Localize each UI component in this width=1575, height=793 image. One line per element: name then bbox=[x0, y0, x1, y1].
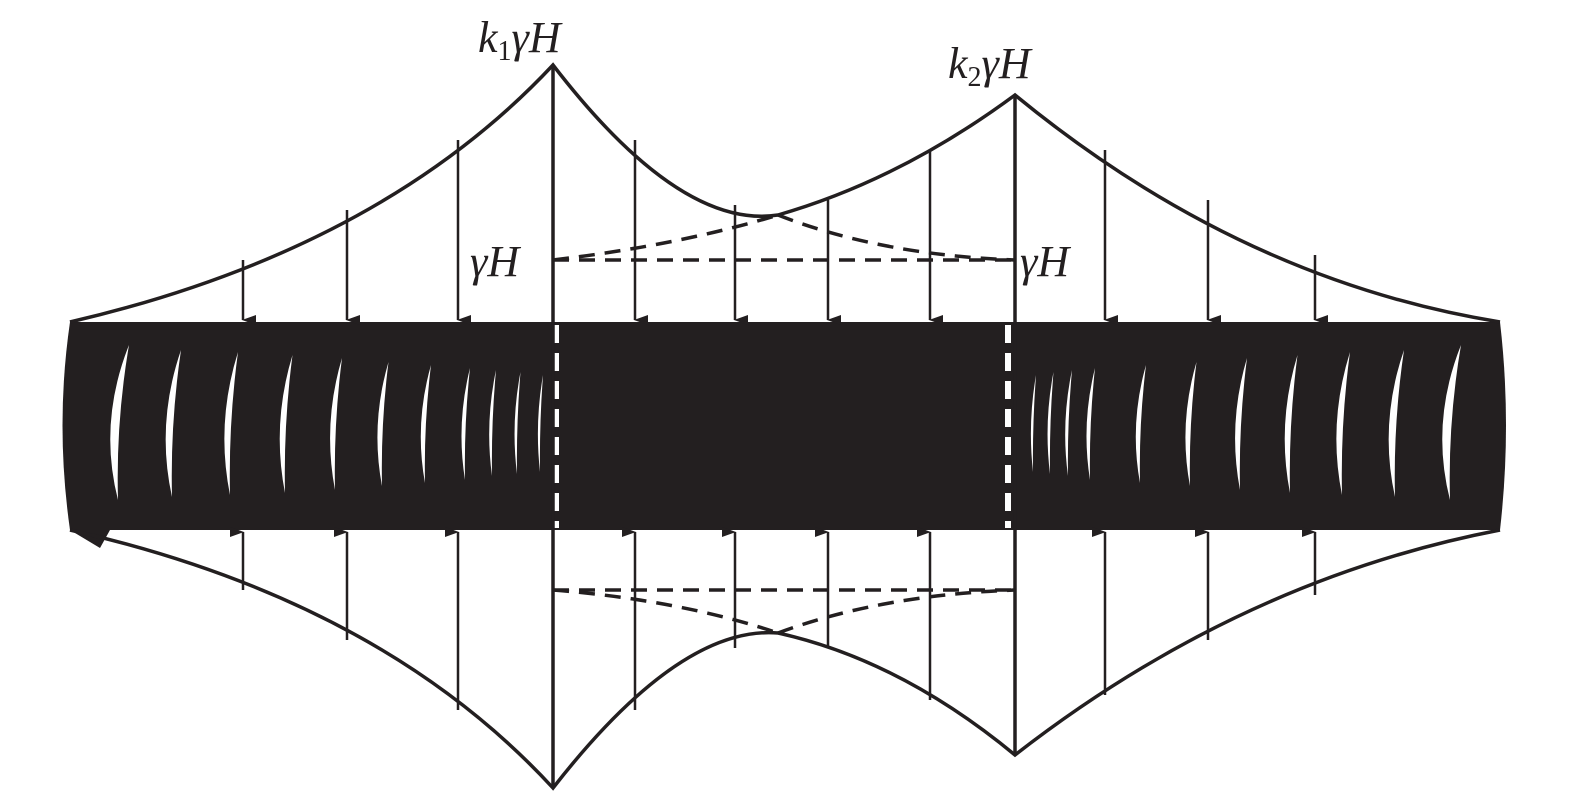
beam-slot bbox=[489, 370, 496, 476]
bottom-reference-dashes bbox=[552, 588, 1016, 635]
beam-slot bbox=[1047, 372, 1054, 474]
beam-slot bbox=[1086, 368, 1095, 480]
peak-label-right: k2γH bbox=[948, 39, 1033, 93]
beam-end-tip bbox=[70, 530, 110, 548]
beam-slot bbox=[1135, 365, 1146, 483]
beam-slot bbox=[1185, 362, 1197, 486]
beam-slot bbox=[420, 365, 431, 483]
top-load-curve bbox=[69, 62, 1501, 324]
base-label-left: γH bbox=[470, 237, 521, 286]
top-reference-dashes bbox=[552, 213, 1016, 262]
peak-label-left: k1γH bbox=[478, 13, 563, 67]
beam-slot bbox=[1030, 375, 1036, 472]
beam-slot bbox=[514, 372, 521, 474]
bottom-load-curve bbox=[69, 528, 1501, 791]
beam-slot bbox=[461, 368, 470, 480]
left-slot-group bbox=[110, 345, 1461, 500]
beam-slot bbox=[1336, 352, 1350, 495]
beam-slot bbox=[377, 362, 389, 486]
beam-slot bbox=[537, 375, 543, 472]
beam-slot bbox=[165, 350, 181, 497]
load-arrows bbox=[230, 140, 1328, 710]
beam-slot bbox=[1235, 358, 1247, 490]
base-label-right: γH bbox=[1020, 237, 1071, 286]
beam-slot bbox=[110, 345, 129, 500]
beam-slot bbox=[279, 355, 293, 493]
beam-slot bbox=[1388, 350, 1404, 497]
beam-body bbox=[62, 322, 1506, 530]
beam-slot bbox=[1284, 355, 1298, 493]
beam-slot bbox=[330, 358, 342, 490]
beam-slot bbox=[1065, 370, 1072, 476]
beam-slot bbox=[224, 352, 238, 495]
beam-slot bbox=[1442, 345, 1461, 500]
